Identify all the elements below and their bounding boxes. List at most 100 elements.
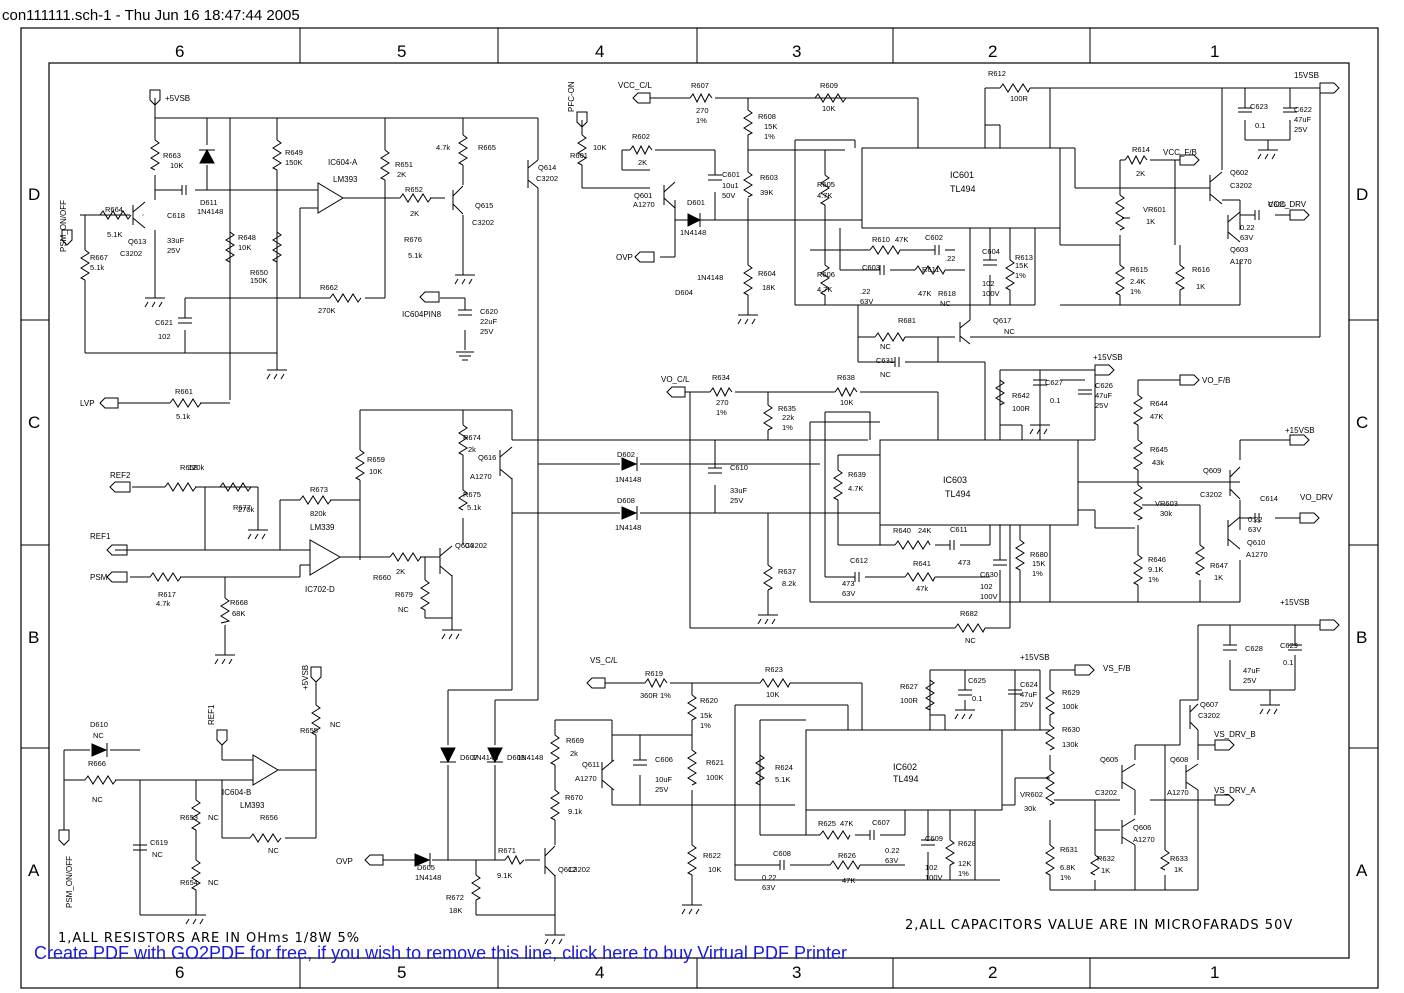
ref-c618: C618 [167,211,185,220]
value-vr602: 30k [1024,804,1036,813]
value-r681: NC [880,342,891,351]
port-vo-fb: VO_F/B [1202,376,1230,385]
value-c618: 33uF [167,236,185,245]
value-r610: 47K [895,235,908,244]
zone-col-2: 2 [988,42,997,61]
note-resistors: 1,ALL RESISTORS ARE IN OHms 1/8W 5% [58,931,360,946]
value2-c605: 63V [1240,233,1253,242]
value2-r608: 1% [764,132,775,141]
ref-r668: R668 [230,598,248,607]
zone-row-a: A [28,861,40,880]
value2-c624: 25V [1020,700,1033,709]
ref-r647: R647 [1210,561,1228,570]
capacitor-symbols [133,107,1302,870]
zone-row-d-right: D [1356,185,1368,204]
value-r609: 10K [822,104,835,113]
ic604b-symbol [252,754,279,786]
ref-r645: R645 [1150,445,1168,454]
port-ref1: REF1 [90,532,111,541]
ref-q608: Q608 [1170,755,1188,764]
ref-q612: Q612 [558,865,576,874]
value-r650: 150K [250,276,268,285]
ref-d605: D605 [417,863,435,872]
value-c630: 102 [980,582,993,591]
ref-r681: R681 [898,316,916,325]
ref-vr603: VR603 [1155,499,1178,508]
ic604b-part: LM393 [240,801,265,810]
value-q612: C3202 [568,865,590,874]
value-c620: 22uF [480,317,498,326]
ic602-body [805,729,1003,811]
ic604a-part: LM393 [333,175,358,184]
ref-r646: R646 [1148,555,1166,564]
ref-r627: R627 [900,682,918,691]
ref-r617: R617 [158,590,176,599]
ref-d601: D601 [687,198,705,207]
ref-c614: C614 [1260,494,1278,503]
value-q601: A1270 [633,200,655,209]
ref-c611: C611 [950,525,967,534]
ref-q607: Q607 [1200,700,1218,709]
port-labels: +5VSB PSM_ON/OFF LVP REF2 REF1 PSM IC604… [59,71,1333,908]
ref-vr602: VR602 [1020,790,1043,799]
ref-r633: R633 [1170,854,1188,863]
ref-r619: R619 [645,669,663,678]
value-c626: 47uF [1095,391,1113,400]
ref-r622: R622 [703,851,721,860]
value-d611: 1N4148 [197,207,223,216]
value-r674: 2k [468,445,476,454]
value-r604: 18K [762,283,775,292]
port-5vsb: +5VSB [165,94,190,103]
value-r667: 5.1k [90,263,104,272]
ref-q613: Q613 [128,237,146,246]
ref-c630: C630 [980,570,998,579]
ref-r614: R614 [1132,145,1150,154]
diode-symbols [91,148,702,867]
port-vs-drv-a: VS_DRV_A [1214,786,1256,795]
port-15vsb-c2: +15VSB [1285,426,1315,435]
value2-c607: 63V [885,856,898,865]
value-d604: 1N4148 [697,273,723,282]
value-r637: 8.2k [782,579,796,588]
port-5vsb-b: +5VSB [301,665,310,690]
ref-r654: R654 [180,878,198,887]
value-c608: 0.22 [762,873,777,882]
zone-row-b-right: B [1356,628,1367,647]
value-c612: 473 [842,579,855,588]
port-ic604pin8: IC604PIN8 [402,310,442,319]
value-vr603: 30k [1160,509,1172,518]
zone-row-b: B [28,628,39,647]
ref-r644: R644 [1150,399,1168,408]
ref-r674: R674 [463,433,481,442]
value2-c604: 100V [982,289,1000,298]
value-r622: 10K [708,865,721,874]
ref-r676: R676 [404,235,422,244]
value-c622: 47uF [1294,115,1312,124]
ref-d602: D602 [617,450,635,459]
ref-r610: R610 [872,235,890,244]
ref-q601: Q601 [634,191,652,200]
port-vcc-fb: VCC_F/B [1163,148,1197,157]
ic601-body [861,147,1061,229]
ref-r605: R605 [817,180,835,189]
value-r653: NC [208,813,219,822]
value2-r615: 1% [1130,287,1141,296]
port-vo-drv: VO_DRV [1300,493,1333,502]
ref-r648: R648 [238,233,256,242]
ic702d-symbol [309,539,341,576]
outer-frame [20,27,1379,989]
port-15vsb-a: +15VSB [1020,653,1050,662]
ref-r639: R639 [848,470,866,479]
ref-d611: D611 [200,198,217,207]
pdf-banner-link[interactable]: Create PDF with GO2PDF for free, if you … [34,943,847,963]
ref-d607: D607 [460,753,478,762]
value-q602: C3202 [1230,181,1252,190]
ref-q617: Q617 [993,316,1011,325]
ic601-part: TL494 [950,184,976,194]
value-c605: 0.22 [1240,223,1255,232]
ref-r612: R612 [988,69,1006,78]
value-q616: A1270 [470,472,492,481]
ref-r658: R658 [180,463,198,472]
port-vs-fb: VS_F/B [1103,664,1131,673]
ref-r601: R601 [570,151,588,160]
